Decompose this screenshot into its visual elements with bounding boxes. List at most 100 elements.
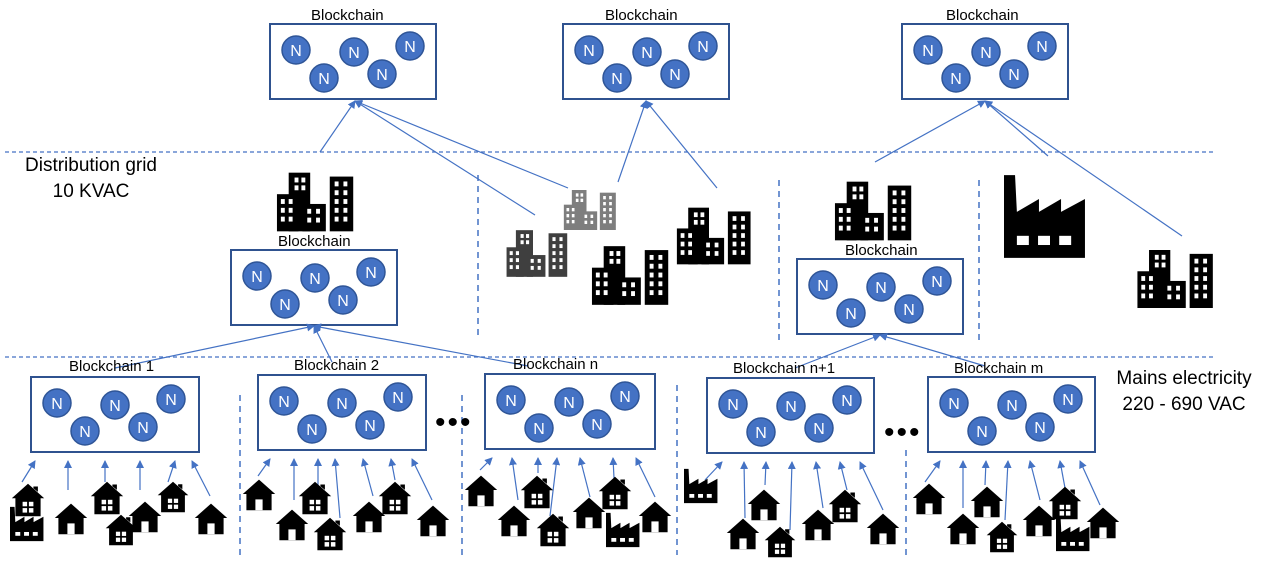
node-letter: N: [309, 271, 321, 288]
house-icon: [1022, 505, 1056, 537]
house-icon: [157, 481, 189, 513]
house-icon: [970, 486, 1004, 518]
office-building-icon: [276, 172, 354, 232]
node-letter: N: [533, 421, 545, 438]
ellipsis-left: •••: [435, 406, 473, 439]
blockchain-title-bottom-1: Blockchain 1: [69, 358, 155, 375]
node-icon: N: [339, 37, 369, 67]
node-icon: N: [746, 417, 776, 447]
office-building-icon: [563, 190, 616, 230]
mains-line1: Mains electricity: [1116, 368, 1252, 389]
node-icon: N: [70, 416, 100, 446]
node-letter: N: [392, 390, 404, 407]
house-icon: [764, 526, 796, 558]
node-icon: N: [632, 37, 662, 67]
node-icon: N: [804, 413, 834, 443]
node-letter: N: [376, 67, 388, 84]
node-icon: N: [327, 388, 357, 418]
node-letter: N: [348, 45, 360, 62]
node-icon: N: [367, 59, 397, 89]
node-letter: N: [619, 389, 631, 406]
node-letter: N: [813, 421, 825, 438]
node-letter: N: [980, 45, 992, 62]
house-icon: [726, 518, 760, 550]
node-letter: N: [950, 71, 962, 88]
mains-electricity-label: Mains electricity 220 - 690 VAC: [1100, 366, 1268, 418]
node-letter: N: [1062, 392, 1074, 409]
node-letter: N: [505, 393, 517, 410]
node-icon: N: [328, 285, 358, 315]
node-icon: N: [776, 391, 806, 421]
office-building-icon: [676, 207, 751, 265]
blockchain-title-middle-left: Blockchain: [278, 233, 351, 250]
node-letter: N: [841, 393, 853, 410]
node-letter: N: [563, 395, 575, 412]
node-icon: N: [300, 263, 330, 293]
node-icon: N: [894, 294, 924, 324]
node-icon: N: [128, 412, 158, 442]
node-letter: N: [137, 420, 149, 437]
node-icon: N: [281, 35, 311, 65]
node-letter: N: [51, 396, 63, 413]
node-letter: N: [727, 397, 739, 414]
house-icon: [416, 505, 450, 537]
node-icon: N: [922, 266, 952, 296]
node-letter: N: [948, 396, 960, 413]
node-letter: N: [251, 269, 263, 286]
node-icon: N: [1027, 31, 1057, 61]
node-letter: N: [1034, 420, 1046, 437]
node-icon: N: [554, 387, 584, 417]
node-icon: N: [808, 270, 838, 300]
factory-icon: [1004, 175, 1085, 258]
house-icon: [828, 489, 862, 523]
node-letter: N: [109, 398, 121, 415]
distribution-grid-label: Distribution grid 10 KVAC: [8, 153, 174, 205]
node-letter: N: [336, 396, 348, 413]
node-letter: N: [611, 71, 623, 88]
house-icon: [54, 503, 88, 535]
node-icon: N: [582, 409, 612, 439]
house-arrows: [21, 457, 1101, 531]
house-icon: [105, 514, 137, 546]
node-icon: N: [309, 63, 339, 93]
vertical-dividers: [239, 175, 980, 555]
house-icon: [638, 501, 672, 533]
node-icon: N: [242, 261, 272, 291]
node-letter: N: [591, 417, 603, 434]
house-icon: [946, 513, 980, 545]
node-letter: N: [931, 274, 943, 291]
node-letter: N: [976, 424, 988, 441]
node-icon: N: [967, 416, 997, 446]
node-icon: N: [836, 298, 866, 328]
house-icon: [378, 481, 412, 515]
node-icon: N: [913, 35, 943, 65]
node-letter: N: [697, 39, 709, 56]
node-icon: N: [999, 59, 1029, 89]
node-letter: N: [364, 418, 376, 435]
node-icon: N: [383, 382, 413, 412]
house-icon: [1086, 507, 1120, 539]
house-icon: [572, 497, 606, 529]
node-letter: N: [785, 399, 797, 416]
house-icon: [11, 483, 45, 517]
house-icon: [801, 509, 835, 541]
node-icon: N: [269, 386, 299, 416]
node-icon: N: [718, 389, 748, 419]
node-icon: N: [610, 381, 640, 411]
house-icon: [90, 481, 124, 515]
blockchain-title-top-3: Blockchain: [946, 7, 1019, 24]
office-building-icon: [834, 181, 912, 241]
node-letter: N: [1006, 398, 1018, 415]
house-icon: [464, 475, 498, 507]
node-letter: N: [278, 394, 290, 411]
house-icon: [497, 505, 531, 537]
node-letter: N: [318, 71, 330, 88]
distribution-grid-line2: 10 KVAC: [52, 181, 130, 202]
node-letter: N: [641, 45, 653, 62]
node-letter: N: [669, 67, 681, 84]
node-icon: N: [688, 31, 718, 61]
factory-icon: [1056, 516, 1090, 552]
node-icon: N: [496, 385, 526, 415]
office-building-icon: [591, 246, 669, 305]
